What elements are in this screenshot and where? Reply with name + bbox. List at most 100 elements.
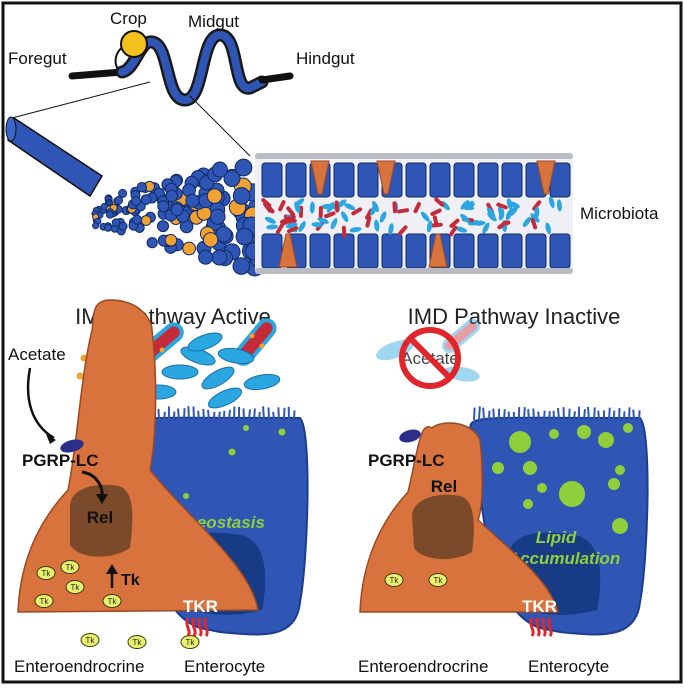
- acetate-in-bacterium: [260, 344, 265, 349]
- lipid-droplet: [623, 423, 633, 433]
- lipid-droplet: [577, 425, 591, 439]
- tk-vesicle-label: Tk: [66, 563, 76, 572]
- label-microbiota: Microbiota: [580, 204, 659, 223]
- lipid-droplet: [229, 449, 236, 456]
- microvillus: [609, 408, 610, 420]
- tk-vesicle-label: Tk: [86, 636, 96, 645]
- epithelial-cell-bottom: [550, 234, 570, 268]
- microvillus: [208, 410, 209, 420]
- epithelial-cell: [171, 204, 183, 216]
- microvillus: [483, 408, 484, 420]
- epithelial-cell: [236, 228, 253, 245]
- label-foregut: Foregut: [8, 49, 67, 68]
- tk-vesicle-label: Tk: [42, 569, 52, 578]
- microvillus: [544, 411, 545, 420]
- bacterium: [392, 201, 397, 213]
- epithelial-cell-bottom: [406, 234, 426, 268]
- microvillus: [639, 410, 640, 420]
- label-enteroendocrine-active: Enteroendrocrine: [14, 657, 144, 676]
- epithelial-cell-bottom: [382, 234, 402, 268]
- microvillus: [574, 411, 575, 420]
- microvillus: [278, 407, 279, 420]
- microvillus: [569, 409, 570, 420]
- epithelium-section: [255, 153, 573, 274]
- microvillus: [249, 409, 250, 420]
- microvillus: [178, 409, 179, 420]
- label-midgut: Midgut: [188, 12, 239, 31]
- epithelial-cell: [131, 197, 140, 206]
- epithelial-cell-top: [286, 163, 306, 197]
- microvillus: [164, 412, 165, 420]
- lipid-droplet: [598, 432, 614, 448]
- epithelial-cell: [199, 250, 213, 264]
- epithelial-cell: [115, 196, 123, 204]
- acetate-in-bacterium: [250, 334, 255, 339]
- epithelial-cell: [212, 162, 227, 177]
- label-enteroendocrine-inactive: Enteroendrocrine: [358, 657, 488, 676]
- bacterium: [319, 206, 323, 218]
- label-pgrp-active: PGRP-LC: [22, 451, 99, 470]
- lipid-droplet: [608, 478, 620, 490]
- state-lipid: Lipid: [536, 528, 577, 547]
- tk-vesicle-label: Tk: [186, 638, 196, 647]
- bacterium: [342, 226, 347, 238]
- microvillus: [588, 407, 589, 420]
- epithelial-cell-bottom: [334, 234, 354, 268]
- microvillus: [203, 409, 204, 420]
- epithelial-cell: [235, 159, 252, 176]
- epithelial-cell-bottom: [358, 234, 378, 268]
- lipid-droplet: [615, 465, 625, 475]
- acetate-in-bacterium: [160, 348, 165, 353]
- label-rel-active: Rel: [87, 508, 113, 527]
- bacterium: [334, 200, 339, 212]
- lipid-droplet: [279, 429, 286, 436]
- microvillus: [598, 411, 599, 420]
- epithelial-cell: [212, 250, 227, 265]
- microvillus: [158, 409, 159, 420]
- epithelial-cell-top: [334, 163, 354, 197]
- lipid-droplet: [523, 461, 537, 475]
- epithelial-cell: [93, 223, 99, 229]
- microvillus: [558, 408, 559, 420]
- microvillus: [629, 407, 630, 420]
- epithelial-cell: [137, 183, 146, 192]
- microvillus: [188, 406, 189, 420]
- lipid-droplet: [509, 431, 531, 453]
- label-tkr-active: TKR: [183, 597, 218, 616]
- microvillus: [479, 406, 480, 420]
- label-pgrp-inactive: PGRP-LC: [368, 451, 445, 470]
- epithelial-cell: [183, 242, 196, 255]
- epithelial-cell: [141, 216, 151, 226]
- epithelial-cell: [210, 209, 225, 224]
- epithelial-cell: [203, 233, 217, 247]
- microvillus: [524, 407, 525, 420]
- epithelial-cell: [166, 190, 178, 202]
- epithelial-cell: [207, 189, 222, 204]
- microvillus: [193, 407, 194, 420]
- epithelial-cell-bottom: [502, 234, 522, 268]
- epithelial-cell-top: [454, 163, 474, 197]
- microvillus: [528, 409, 529, 420]
- lipid-droplet: [537, 483, 547, 493]
- lipid-droplet: [549, 429, 559, 439]
- acetate-dot: [77, 373, 84, 380]
- lipid-droplet: [492, 462, 504, 474]
- epithelial-cell-top: [430, 163, 450, 197]
- label-rel-inactive: Rel: [431, 477, 457, 496]
- epithelial-cell: [141, 195, 151, 205]
- epithelial-cell-top: [502, 163, 522, 197]
- tk-vesicle-label: Tk: [390, 576, 400, 585]
- microvillus: [268, 407, 269, 420]
- label-crop: Crop: [110, 9, 147, 28]
- label-enterocyte-inactive: Enterocyte: [528, 657, 609, 676]
- epithelial-cell-top: [262, 163, 282, 197]
- epithelial-cell-bottom: [454, 234, 474, 268]
- epithelial-cell-bottom: [310, 234, 330, 268]
- epithelial-cell-top: [478, 163, 498, 197]
- tk-vesicle-label: Tk: [434, 576, 444, 585]
- lipid-droplet: [243, 425, 249, 431]
- microvillus: [633, 410, 634, 420]
- tk-vesicle-label: Tk: [108, 597, 118, 606]
- epithelial-cell-bottom: [262, 234, 282, 268]
- epithelial-cell: [158, 221, 169, 232]
